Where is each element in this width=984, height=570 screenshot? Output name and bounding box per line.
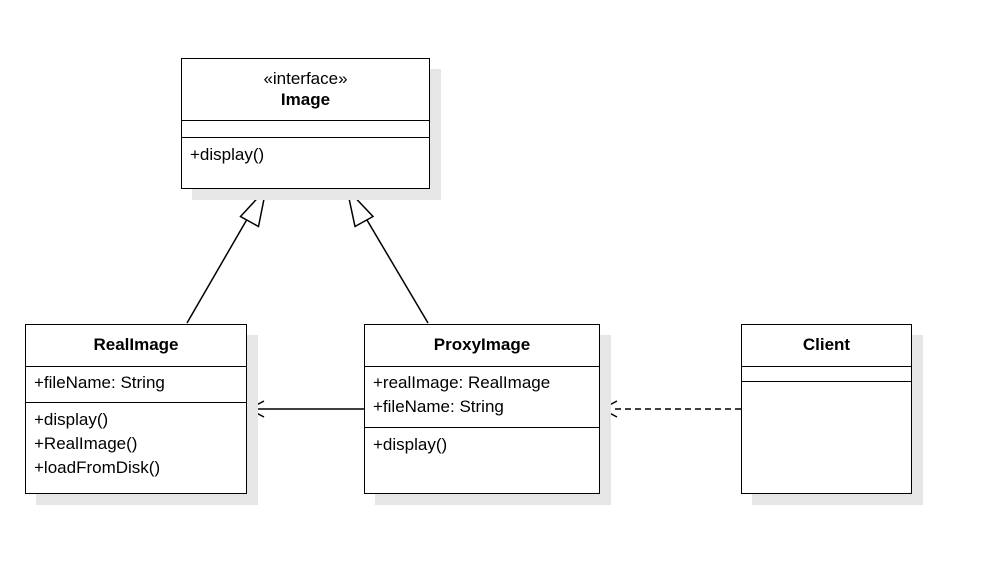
realization-proxyimage-to-image [345, 186, 429, 324]
class-name: ProxyImage [433, 335, 531, 355]
method-item: +display() [373, 435, 448, 454]
class-realimage: RealImage +fileName: String +display() +… [25, 324, 247, 494]
method-item: +display() [190, 145, 265, 164]
class-header: ProxyImage [365, 325, 599, 367]
association-proxyimage-to-realimage [247, 400, 364, 418]
attribute-item: +fileName: String [34, 373, 165, 392]
class-name: Image [280, 89, 331, 109]
method-item: +display() [34, 410, 109, 429]
class-proxyimage: ProxyImage +realImage: RealImage +fileNa… [364, 324, 600, 494]
method-item: +loadFromDisk() [34, 458, 161, 477]
class-attributes: +fileName: String [26, 367, 246, 403]
class-attributes [742, 367, 911, 382]
class-header: RealImage [26, 325, 246, 367]
class-header: «interface» Image [182, 59, 429, 121]
class-name: Client [802, 335, 851, 355]
class-image: «interface» Image +display() [181, 58, 430, 189]
method-item: +RealImage() [34, 434, 138, 453]
realization-realimage-to-image [186, 186, 268, 324]
attribute-item: +fileName: String [373, 397, 504, 416]
dependency-client-to-proxyimage [600, 400, 741, 418]
class-name: RealImage [93, 335, 179, 355]
class-stereotype: «interface» [263, 69, 348, 89]
class-attributes [182, 121, 429, 138]
class-attributes: +realImage: RealImage +fileName: String [365, 367, 599, 428]
class-header: Client [742, 325, 911, 367]
class-methods: +display() [182, 138, 429, 167]
class-client: Client [741, 324, 912, 494]
class-methods: +display() +RealImage() +loadFromDisk() [26, 403, 246, 480]
class-methods: +display() [365, 428, 599, 457]
class-methods [742, 382, 911, 387]
attribute-item: +realImage: RealImage [373, 373, 551, 392]
